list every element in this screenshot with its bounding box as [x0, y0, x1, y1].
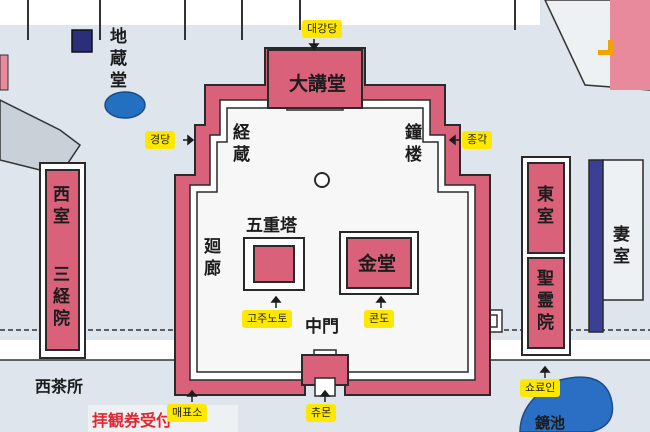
tag-kondo: 콘도 [364, 310, 395, 328]
east-hall-block [527, 162, 565, 254]
label-tsumamuro: 妻 室 [613, 225, 636, 267]
label-chumon: 中門 [305, 316, 339, 337]
arrow-mark [598, 40, 613, 55]
tsumamuro-narrow [588, 159, 604, 333]
ticket-area [88, 405, 238, 432]
tag-maepyoso: 매표소 [167, 404, 208, 422]
west-hall-block [45, 169, 80, 351]
top-lines [27, 0, 516, 40]
tag-shoryoin: 쇼료인 [520, 379, 561, 397]
label-kyozo: 経 蔵 [233, 122, 256, 165]
tag-gyeongdang: 경당 [145, 131, 176, 149]
pointer-arrows [183, 39, 551, 402]
label-shoro: 鐘 楼 [405, 122, 428, 165]
top-right-red [610, 0, 650, 90]
tsumamuro-block [602, 159, 644, 301]
tag-daegangdang: 대강당 [302, 20, 343, 38]
top-road [0, 0, 540, 25]
label-gojunoto: 五重塔 [246, 215, 298, 236]
label-kondo: 金堂 [357, 252, 396, 275]
label-kairo: 廻 廊 [203, 237, 227, 279]
label-higashimuro: 東 室 [537, 184, 560, 227]
pond-small [104, 91, 146, 119]
label-sankyoin: 三 経 院 [53, 265, 76, 329]
label-pond: 鏡池 [535, 414, 565, 432]
lantern-marker [314, 172, 330, 188]
label-nishimuro: 西 室 [53, 185, 76, 227]
label-jizodo: 地 蔵 堂 [110, 26, 133, 91]
shoryoin-block [527, 257, 565, 349]
great-lecture-hall-block [267, 49, 363, 109]
tag-chumon: 츄몬 [306, 404, 337, 422]
jizo-hall-block [71, 29, 93, 53]
label-daikodo: 大講堂 [289, 72, 346, 95]
tag-jonggak: 종각 [462, 131, 493, 149]
pagoda-block [253, 245, 295, 283]
tag-gojunote: 고주노토 [242, 310, 293, 328]
golden-hall-block [346, 237, 412, 289]
label-shoryoin: 聖 霊 院 [537, 269, 560, 333]
courtyard [196, 107, 469, 373]
edge-building [0, 54, 9, 91]
label-nishichajo: 西茶所 [35, 377, 83, 396]
label-ticket: 拝観券受付 [92, 411, 172, 430]
left-slope [0, 99, 82, 176]
